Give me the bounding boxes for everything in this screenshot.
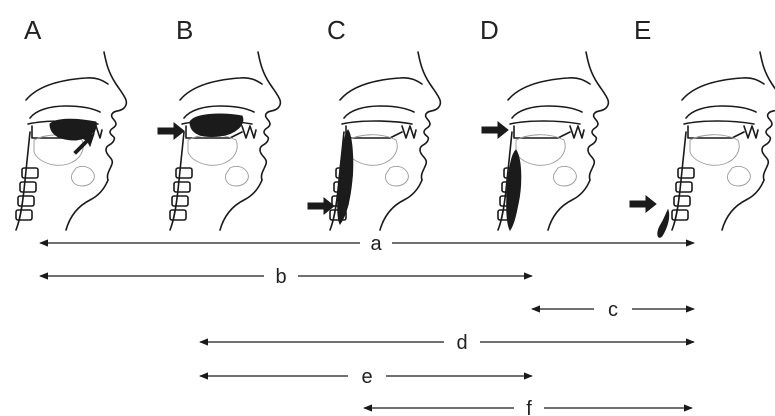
panel-c-head (330, 52, 440, 230)
panel-letter-b: B (176, 15, 193, 45)
arrow-e-icon (630, 196, 656, 212)
span-c-label: c (608, 299, 618, 321)
span-f: f (364, 398, 692, 416)
span-f-label: f (526, 398, 532, 416)
span-a: a (40, 233, 694, 255)
panel-d-head (498, 52, 608, 230)
span-d: d (200, 332, 694, 354)
panel-letter-d: D (480, 15, 499, 45)
arrow-b-icon (158, 123, 184, 139)
panel-e-head (658, 52, 775, 237)
panel-letter-a: A (24, 15, 42, 45)
span-d-label: d (456, 332, 467, 354)
panel-a-head (16, 52, 126, 230)
panel-letter-c: C (327, 15, 346, 45)
span-a-label: a (370, 233, 382, 255)
panel-letter-e: E (634, 15, 651, 45)
bolus-b (190, 114, 243, 136)
arrow-d-icon (482, 122, 508, 138)
panel-b-head (170, 52, 280, 230)
span-e-label: e (361, 366, 372, 388)
span-c: c (532, 299, 694, 321)
span-b: b (40, 266, 532, 288)
span-b-label: b (275, 266, 286, 288)
bolus-c (338, 130, 353, 224)
bolus-e (658, 210, 669, 237)
span-e: e (200, 366, 532, 388)
